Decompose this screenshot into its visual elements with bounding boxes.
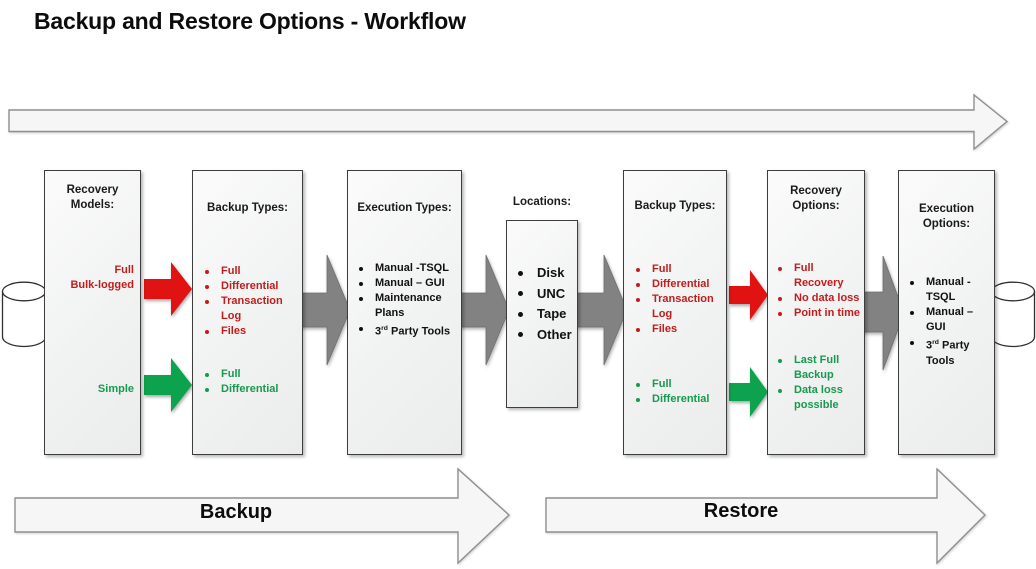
full-recovery-arrow-icon: [144, 262, 192, 316]
list-item: Last Full Backup: [776, 353, 860, 383]
list-item: Full: [114, 264, 134, 276]
list-item: No data loss: [776, 291, 860, 306]
list-item: Files: [203, 324, 300, 339]
box-title: Recovery Options:: [790, 185, 842, 212]
list-item: Manual - TSQL: [908, 275, 982, 305]
top-flow-arrow: [8, 93, 1009, 151]
backup-phase-arrow: [14, 467, 511, 565]
simple-recovery-arrow-icon: [144, 358, 192, 412]
backup-phase-label: Backup: [199, 501, 273, 523]
list-item: Manual – GUI: [908, 305, 982, 335]
restore-phase-label: Restore: [703, 500, 779, 522]
flow-arrow-icon: [299, 254, 351, 366]
list-item: Manual – GUI: [357, 276, 459, 291]
simple-restore-arrow-icon: [729, 367, 768, 417]
flow-arrow-icon: [458, 254, 510, 366]
diagram-title: Backup and Restore Options - Workflow: [34, 8, 466, 34]
flow-arrow-icon: [576, 254, 628, 366]
full-restore-arrow-icon: [729, 270, 768, 320]
recovery-models-simple-list: Simple: [51, 382, 134, 397]
list-item: Files: [634, 322, 716, 337]
list-item: Full: [203, 367, 300, 382]
list-item: Point in time: [776, 306, 860, 321]
list-item: Data loss possible: [776, 383, 860, 413]
list-item: Other: [516, 325, 577, 346]
list-item: Bulk-logged: [70, 279, 134, 291]
list-item: Maintenance Plans: [357, 291, 459, 321]
list-item: Transaction Log: [634, 292, 716, 322]
list-item: Differential: [634, 277, 716, 292]
list-item: Full Recovery: [776, 261, 860, 291]
list-item: Full: [634, 377, 716, 392]
list-item: 3rd Party Tools: [357, 321, 459, 340]
list-item: Tape: [516, 304, 577, 325]
list-item: Simple: [97, 383, 134, 395]
list-item: Transaction Log: [203, 294, 300, 324]
list-item: Manual -TSQL: [357, 261, 459, 276]
box-title: Execution Types:: [357, 202, 452, 214]
list-item: Differential: [634, 392, 716, 407]
restore-phase-arrow: [545, 467, 987, 565]
list-item: Disk: [516, 263, 577, 284]
list-item: UNC: [516, 284, 577, 305]
locations-label: Locations:: [512, 196, 572, 208]
list-item: Full: [634, 262, 716, 277]
box-title: Recovery Models:: [66, 184, 119, 211]
box-title: Execution Options:: [919, 203, 974, 230]
list-item: Differential: [203, 279, 300, 294]
list-item: Full: [203, 264, 300, 279]
box-title: Backup Types:: [634, 200, 716, 212]
database-icon-right: [990, 281, 1036, 348]
list-item: Differential: [203, 382, 300, 397]
box-title: Backup Types:: [207, 202, 288, 214]
list-item: 3rd Party Tools: [908, 335, 982, 369]
database-icon-left: [1, 281, 47, 348]
